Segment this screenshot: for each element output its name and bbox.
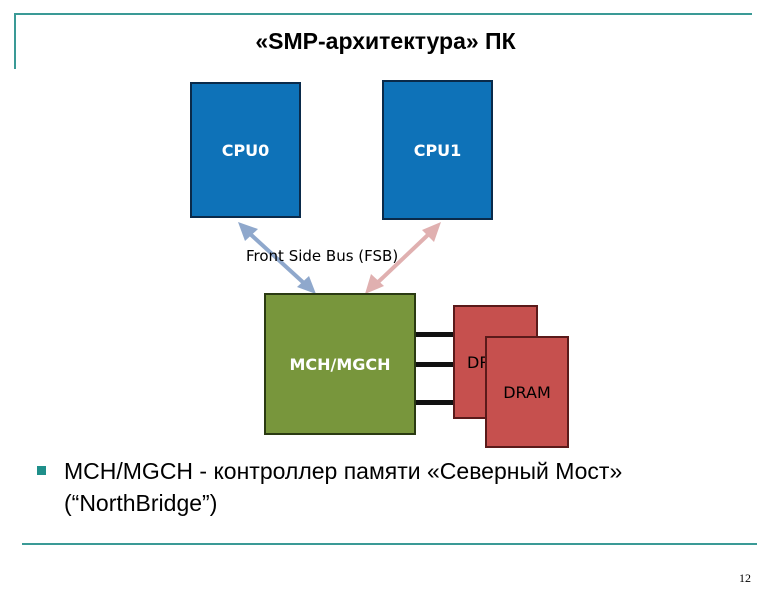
cpu0-label: CPU0 — [221, 140, 270, 160]
title-rule-horizontal — [14, 13, 752, 15]
memory-bus-lines — [415, 332, 487, 405]
mch-label: MCH/MGCH — [289, 354, 391, 374]
bullet-line-2: (“NorthBridge”) — [64, 490, 218, 516]
cpu0-box: CPU0 — [190, 82, 301, 218]
page-number: 12 — [739, 571, 751, 585]
fsb-arrow-cpu1 — [365, 222, 441, 294]
footer-rule — [22, 543, 757, 545]
bullet-line-1: MCH/MGCH - контроллер памяти «Северный М… — [64, 458, 623, 484]
slide-title: «SMP-архитектура» ПК — [255, 28, 516, 54]
fsb-arrow-cpu0 — [238, 222, 316, 294]
bullet-text: MCH/MGCH - контроллер памяти «Северный М… — [64, 455, 754, 519]
title-rule-vertical — [14, 13, 16, 69]
bullet-square-icon — [37, 466, 46, 475]
dram-front-label: DRAM — [503, 382, 551, 402]
dram-front-box: DRAM — [485, 336, 569, 448]
cpu1-box: CPU1 — [382, 80, 493, 220]
cpu1-label: CPU1 — [413, 140, 462, 160]
mch-box: MCH/MGCH — [264, 293, 416, 435]
fsb-label: Front Side Bus (FSB) — [246, 247, 399, 265]
